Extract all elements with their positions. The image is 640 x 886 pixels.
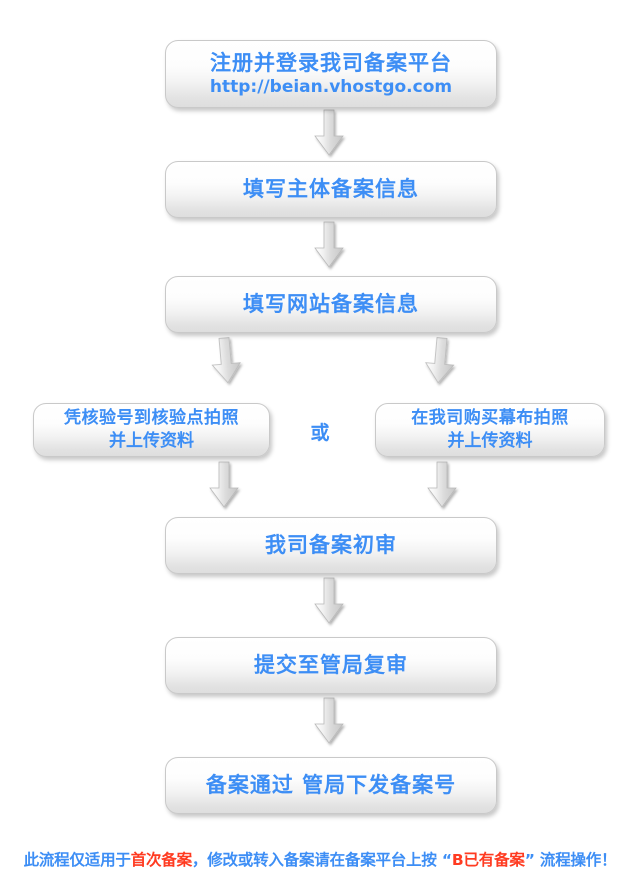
flow-node-verify-point-photo-line2: 并上传资料: [109, 430, 194, 451]
flow-node-verify-point-photo[interactable]: 凭核验号到核验点拍照 并上传资料: [33, 403, 270, 457]
flow-node-submit-authority-line1: 提交至管局复审: [254, 653, 408, 678]
flow-node-register[interactable]: 注册并登录我司备案平台 http://beian.vhostgo.com: [165, 40, 497, 108]
footer-part1: 此流程仅适用于: [23, 851, 131, 869]
flow-node-approved-line1: 备案通过 管局下发备案号: [205, 773, 457, 798]
flow-node-subject-info-line1: 填写主体备案信息: [243, 177, 419, 202]
flow-node-buy-backdrop-photo-line2: 并上传资料: [447, 430, 533, 451]
flow-node-buy-backdrop-photo[interactable]: 在我司购买幕布拍照 并上传资料: [375, 403, 605, 457]
footer-highlight-existing-filing: B已有备案: [451, 851, 525, 869]
flow-node-register-line2: http://beian.vhostgo.com: [209, 77, 453, 97]
flow-node-buy-backdrop-photo-line1: 在我司购买幕布拍照: [411, 408, 569, 429]
flow-node-submit-authority[interactable]: 提交至管局复审: [165, 637, 497, 694]
footer-highlight-first-filing: 首次备案: [130, 851, 192, 869]
flow-node-first-review-line1: 我司备案初审: [265, 533, 397, 558]
flow-node-site-info[interactable]: 填写网站备案信息: [165, 276, 497, 333]
flow-node-site-info-line1: 填写网站备案信息: [243, 292, 419, 317]
flow-node-register-line1: 注册并登录我司备案平台: [210, 50, 452, 75]
flow-node-first-review[interactable]: 我司备案初审: [165, 517, 497, 574]
branch-or-label: 或: [310, 422, 330, 444]
flow-node-subject-info[interactable]: 填写主体备案信息: [165, 161, 497, 218]
footer-part2: ，修改或转入备案请在备案平台上按 “: [191, 851, 452, 869]
footer-note: 此流程仅适用于首次备案，修改或转入备案请在备案平台上按 “B已有备案” 流程操作…: [0, 848, 640, 870]
footer-part3: ” 流程操作！: [524, 851, 617, 869]
flow-node-verify-point-photo-line1: 凭核验号到核验点拍照: [64, 408, 239, 429]
flow-node-approved[interactable]: 备案通过 管局下发备案号: [165, 757, 497, 814]
